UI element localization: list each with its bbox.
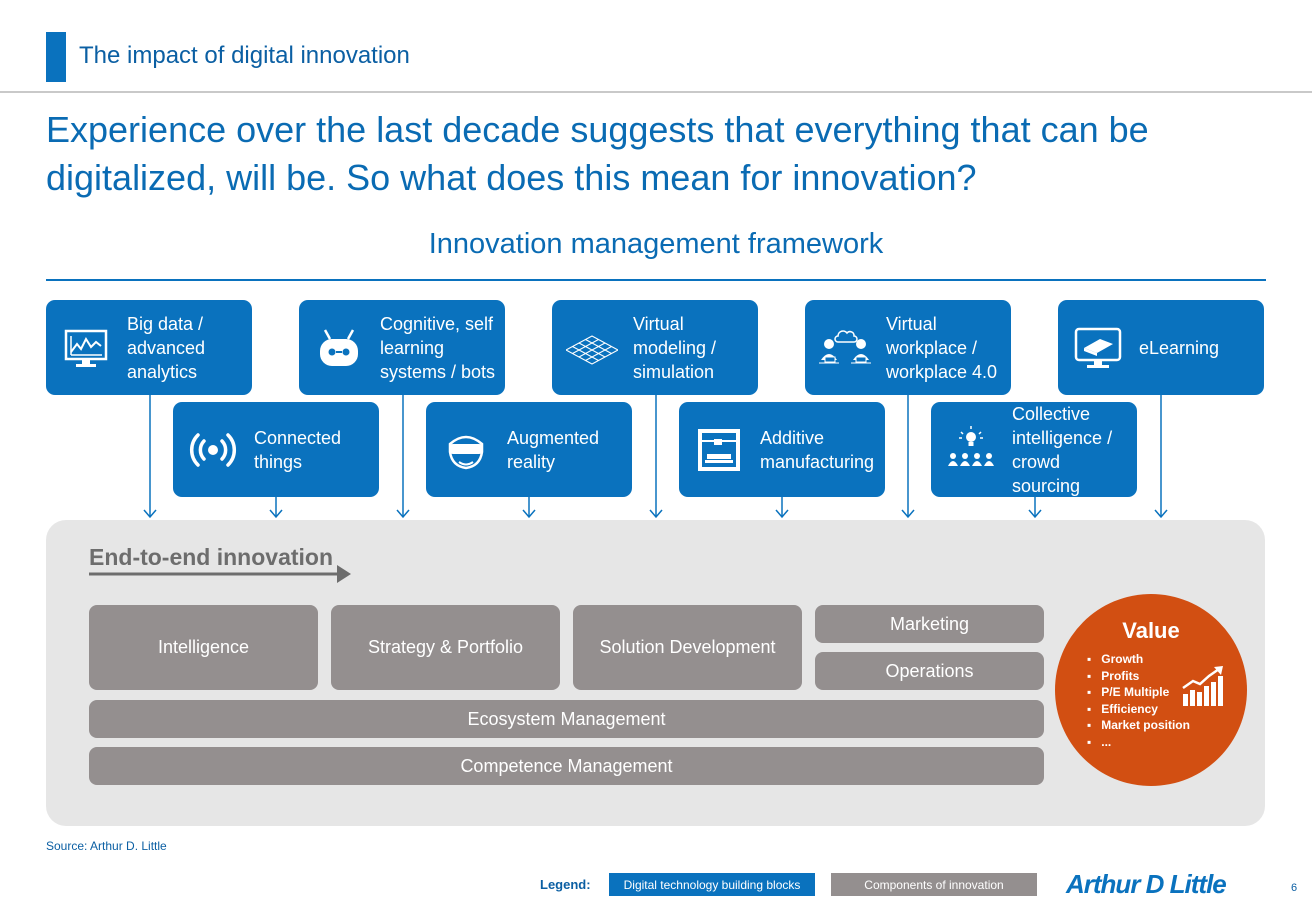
tile-label: Additive manufacturing [760, 427, 875, 472]
value-item: Market position [1087, 717, 1190, 734]
book-monitor-icon [1072, 322, 1124, 374]
wireframe-mesh-icon [566, 322, 618, 374]
arthur-d-little-logo: Arthur D Little [1066, 869, 1227, 899]
tile-label: Collective intelligence / crowd sourcing [1012, 403, 1113, 496]
tile-label: Virtual modeling / simulation [633, 313, 717, 382]
3d-printer-icon [693, 424, 745, 476]
legend-components-of-innovation: Components of innovation [831, 873, 1037, 896]
source-note: Source: Arthur D. Little [46, 839, 167, 853]
legend-digital-building-blocks: Digital technology building blocks [609, 873, 815, 896]
value-item: Growth [1087, 651, 1190, 668]
tile-cognitive-systems: Cognitive, self learning systems / bots [299, 300, 505, 395]
tile-collective-intelligence: Collective intelligence / crowd sourcing [931, 402, 1137, 497]
component-operations: Operations [815, 652, 1044, 690]
value-circle: Value Growth Profits P/E Multiple Effici… [1055, 594, 1247, 786]
analytics-monitor-icon [60, 322, 112, 374]
value-item: P/E Multiple [1087, 684, 1190, 701]
arrow-right-icon [89, 565, 351, 583]
slide-headline: Experience over the last decade suggests… [46, 109, 1149, 198]
legend-label: Legend: [540, 877, 591, 892]
end-to-end-title: End-to-end innovation [89, 544, 334, 570]
wireless-signal-icon [187, 424, 239, 476]
tile-label: Big data / advanced analytics [127, 313, 206, 382]
tile-augmented-reality: Augmented reality [426, 402, 632, 497]
tile-big-data: Big data / advanced analytics [46, 300, 252, 395]
vr-headset-icon [440, 424, 492, 476]
tile-label: Virtual workplace / workplace 4.0 [886, 313, 998, 382]
framework-divider [46, 279, 1266, 281]
tile-virtual-modeling: Virtual modeling / simulation [552, 300, 758, 395]
component-strategy-portfolio: Strategy & Portfolio [331, 605, 560, 690]
component-intelligence: Intelligence [89, 605, 318, 690]
component-solution-development: Solution Development [573, 605, 802, 690]
remote-workers-icon [819, 322, 871, 374]
component-marketing: Marketing [815, 605, 1044, 643]
tile-additive-manufacturing: Additive manufacturing [679, 402, 885, 497]
tile-label: Connected things [254, 427, 342, 472]
title-accent-bar [46, 32, 66, 82]
tile-connected-things: Connected things [173, 402, 379, 497]
tile-elearning: eLearning [1058, 300, 1264, 395]
component-ecosystem-management: Ecosystem Management [89, 700, 1044, 738]
growth-chart-icon [1182, 666, 1223, 706]
value-item: Profits [1087, 668, 1190, 685]
header-divider [0, 91, 1312, 93]
value-item: ... [1087, 734, 1190, 751]
value-title: Value [1122, 618, 1180, 643]
crowd-idea-icon [945, 424, 997, 476]
tile-label: eLearning [1139, 337, 1220, 358]
tile-label: Cognitive, self learning systems / bots [380, 313, 496, 382]
value-list: Growth Profits P/E Multiple Efficiency M… [1087, 651, 1190, 750]
framework-title: Innovation management framework [428, 228, 884, 260]
page-number: 6 [1291, 882, 1298, 894]
value-item: Efficiency [1087, 701, 1190, 718]
component-competence-management: Competence Management [89, 747, 1044, 785]
tile-label: Augmented reality [507, 427, 600, 472]
tile-virtual-workplace: Virtual workplace / workplace 4.0 [805, 300, 1011, 395]
section-title: The impact of digital innovation [79, 42, 410, 69]
robot-icon [313, 322, 365, 374]
